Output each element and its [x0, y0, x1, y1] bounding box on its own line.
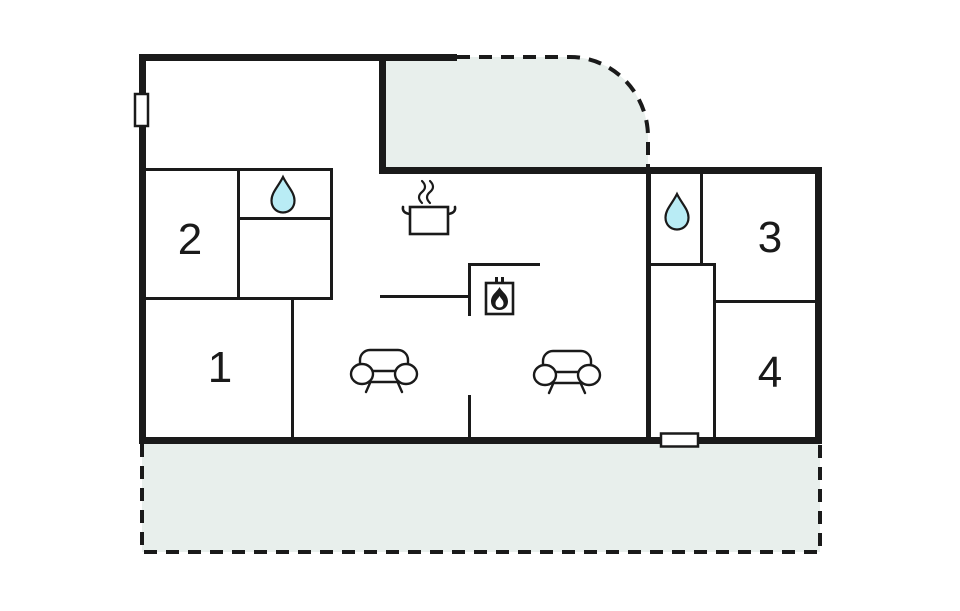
- room-2-label: 2: [177, 215, 203, 264]
- wall-left: [139, 54, 146, 444]
- wall-bath2-right: [700, 174, 703, 266]
- fireplace-icon: [484, 277, 515, 316]
- wall-top: [139, 54, 457, 61]
- wall-hallway-right: [713, 263, 716, 437]
- window-opening-marker: [133, 92, 150, 128]
- steam-lines: [417, 179, 435, 205]
- water-drop-icon: [664, 192, 690, 231]
- chimney-tick: [501, 277, 504, 284]
- wall-hallway-left: [646, 167, 651, 444]
- interior-walls: [146, 168, 815, 437]
- flame-inner: [495, 296, 504, 308]
- cooking-pot-icon: [401, 179, 457, 236]
- chimney-tick: [495, 277, 498, 284]
- sofa-icon: [532, 349, 602, 395]
- water-drop-icon: [270, 175, 296, 214]
- pot-body: [408, 205, 450, 236]
- sofa-icon: [349, 348, 419, 394]
- wall-middle-horizontal: [379, 167, 822, 174]
- top-terrace-dashed-border: [457, 55, 650, 167]
- wall-room1-right: [291, 297, 294, 437]
- room-1-label: 1: [207, 343, 233, 392]
- wall-room3-room4-divider: [716, 300, 815, 303]
- bottom-terrace-dashed-border: [140, 444, 822, 554]
- top-terrace: [386, 55, 650, 167]
- wall-terrace-divider: [379, 54, 386, 174]
- wall-bottom: [139, 437, 822, 444]
- wall-nook-vertical: [468, 263, 471, 316]
- bottom-terrace: [140, 444, 822, 554]
- outer-walls: [139, 54, 822, 444]
- wall-nook-left: [380, 295, 471, 298]
- wall-nook-top: [468, 263, 540, 266]
- wall-wc-divider: [237, 217, 333, 220]
- water-drop-shape: [664, 192, 690, 231]
- door-opening-marker: [659, 432, 700, 448]
- wall-bath2-bottom: [649, 263, 716, 266]
- room-3-label: 3: [757, 213, 783, 262]
- wall-block-right: [330, 168, 333, 299]
- bottom-terrace-fill: [142, 444, 820, 552]
- room-4-label: 4: [757, 348, 783, 397]
- top-terrace-fill: [386, 57, 648, 167]
- water-drop-shape: [270, 175, 296, 214]
- wall-room2-right: [237, 168, 240, 299]
- wall-center-stub: [468, 395, 471, 437]
- wall-block-bottom: [146, 297, 333, 300]
- wall-right: [815, 167, 822, 444]
